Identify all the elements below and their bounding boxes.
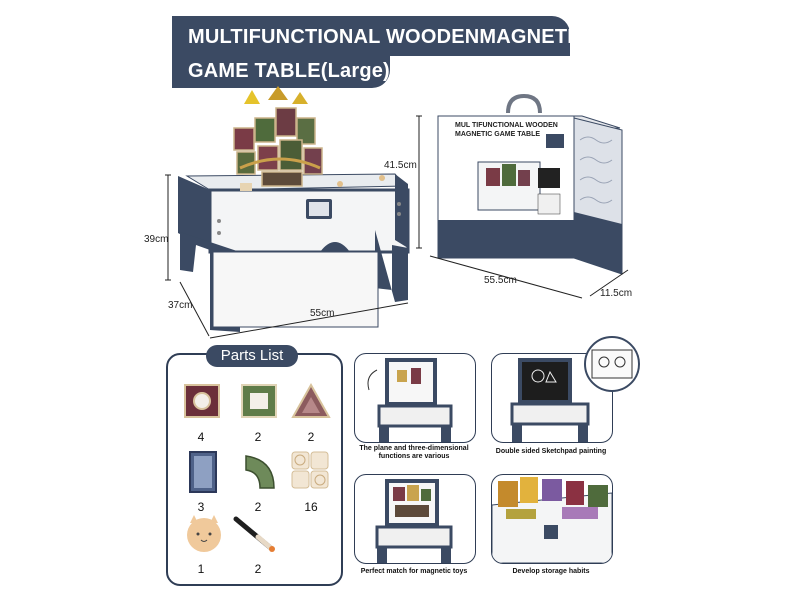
box-width-label: 55.5cm — [484, 275, 517, 286]
feature-box-storage — [491, 474, 613, 564]
square-green-tile-icon — [241, 384, 277, 418]
part-quantity: 1 — [197, 562, 205, 576]
clear-ball-tiles-icon — [291, 451, 329, 489]
part-quantity: 2 — [254, 500, 262, 514]
storage-drawer-icon — [492, 477, 612, 563]
box-label-line1: MUL TIFUNCTIONAL WOODEN — [455, 122, 558, 129]
title-banner-bottom — [172, 52, 390, 88]
part-quantity: 2 — [254, 562, 262, 576]
feature-caption-magnetic: Perfect match for magnetic toys — [360, 568, 468, 575]
part-quantity: 4 — [197, 430, 205, 444]
triangle-tile-icon — [291, 382, 331, 418]
title-banner-top — [172, 16, 570, 56]
table-depth-label: 37cm — [168, 300, 193, 311]
feature-box-3d-functions — [354, 353, 476, 443]
table-width-label: 55cm — [310, 308, 335, 319]
cat-eraser-icon — [187, 515, 221, 552]
feature-box-magnetic-toys — [354, 474, 476, 564]
part-quantity: 2 — [307, 430, 315, 444]
feature-caption-sketchpad: Double sided Sketchpad painting — [495, 448, 607, 455]
part-quantity: 2 — [254, 430, 262, 444]
table-height-label: 39cm — [144, 234, 169, 245]
table-with-board-icon — [367, 358, 453, 442]
feature-caption-storage: Develop storage habits — [512, 568, 590, 575]
box-depth-label: 11.5cm — [600, 288, 633, 299]
page-title-line1: MULTIFUNCTIONAL WOODENMAGNETIC — [188, 26, 588, 48]
rectangle-blue-tile-icon — [189, 451, 217, 493]
sketchpad-table-icon — [510, 358, 590, 442]
whiteboard-zoom-bubble — [584, 336, 640, 392]
square-frame-tile-icon — [184, 384, 220, 418]
feature-caption-3d: The plane and three-dimensional function… — [359, 445, 469, 460]
box-height-label: 41.5cm — [384, 160, 417, 171]
curved-green-tile-icon — [245, 455, 275, 489]
page-title-line2: GAME TABLE(Large) — [188, 60, 390, 82]
parts-list-title: Parts List — [206, 345, 298, 367]
part-quantity: 3 — [197, 500, 205, 514]
table-with-tiles-icon — [375, 479, 453, 563]
box-label-line2: MAGNETIC GAME TABLE — [455, 131, 541, 138]
marker-pen-icon — [233, 516, 275, 552]
part-quantity: 16 — [304, 500, 318, 514]
